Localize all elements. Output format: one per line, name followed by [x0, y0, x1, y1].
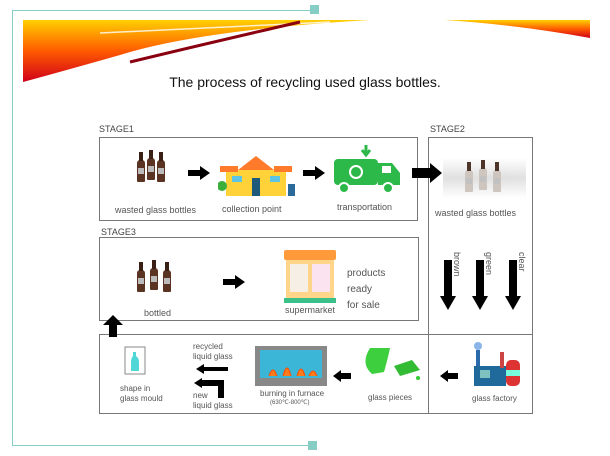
arrow-left-icon	[196, 364, 228, 374]
recycled-label-line: liquid glass	[193, 352, 233, 361]
arrow-left-icon	[333, 370, 351, 382]
stage3-label: STAGE3	[101, 227, 136, 237]
mould-label-line: shape in	[120, 384, 151, 393]
arrow-up-icon	[103, 315, 123, 337]
stage3-item-label: bottled	[144, 308, 172, 318]
arrow-down-icon	[472, 260, 488, 310]
stage1-item-label: collection point	[222, 204, 282, 214]
stage3-box	[99, 237, 419, 321]
arrow-turn-left-icon	[194, 378, 224, 398]
slide-title: The process of recycling used glass bott…	[169, 74, 441, 90]
new-glass-label-line: liquid glass	[193, 401, 233, 410]
frame-bottom-line	[12, 445, 312, 446]
stage2-item-label: wasted glass bottles	[435, 208, 517, 218]
products-note-line: for sale	[347, 300, 380, 311]
supermarket-icon	[284, 250, 336, 303]
new-glass-label-line: new	[193, 391, 208, 400]
sort-label-brown: brown	[452, 252, 462, 277]
collection-point-icon	[218, 156, 295, 196]
glass-pieces-label: glass pieces	[368, 393, 413, 402]
frame-corner-square	[310, 5, 319, 14]
stage1-item-label: transportation	[337, 202, 393, 212]
process-box	[99, 334, 533, 414]
recycling-truck-icon	[334, 145, 400, 194]
arrow-down-icon	[440, 260, 456, 310]
glass-mould-icon	[124, 346, 146, 375]
arrow-right-icon	[303, 166, 325, 180]
products-note-line: products	[347, 268, 386, 279]
frame-corner-square	[308, 441, 317, 450]
glass-factory-icon	[474, 342, 520, 386]
stage1-item-label: wasted glass bottles	[115, 205, 197, 215]
frame-left-line	[12, 10, 13, 445]
glass-pieces-icon	[365, 348, 420, 380]
furnace-temp-label: (630℃-800℃)	[270, 400, 310, 406]
products-note-line: ready	[347, 284, 373, 295]
decorative-swoosh	[23, 20, 590, 82]
furnace-icon	[255, 346, 327, 386]
recycled-label-line: recycled	[193, 342, 223, 351]
stage1-box	[99, 137, 418, 221]
arrow-left-icon	[440, 370, 458, 382]
dirty-bottles-icon	[443, 158, 526, 198]
stage3-item-label: supermarket	[285, 305, 336, 315]
arrow-down-icon	[505, 260, 521, 310]
arrow-right-icon	[412, 163, 442, 183]
sort-label-clear: clear	[517, 252, 527, 272]
stage1-label: STAGE1	[99, 124, 134, 134]
arrow-right-icon	[223, 275, 245, 289]
mould-label-line: glass mould	[120, 394, 163, 403]
sort-label-green: green	[484, 252, 494, 276]
furnace-label: burning in furnace	[260, 389, 325, 398]
arrow-right-icon	[188, 166, 210, 180]
stage2-label: STAGE2	[430, 124, 465, 134]
glass-factory-label: glass factory	[472, 394, 517, 403]
frame-top-line	[12, 10, 314, 11]
